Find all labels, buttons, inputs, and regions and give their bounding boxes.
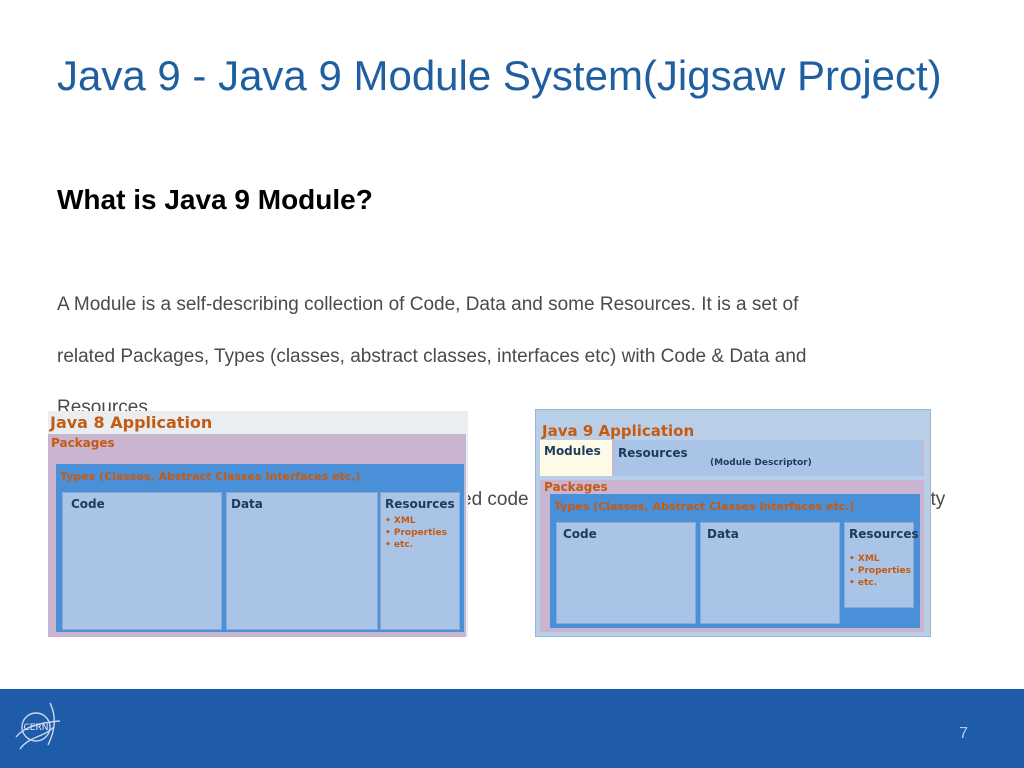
java8-resource-list: • XML • Properties • etc. — [385, 515, 447, 551]
java9-types-box: Types (Classes, Abstract Classes Interfa… — [550, 494, 920, 628]
java9-resource-item: • XML — [849, 554, 880, 564]
java9-module-resources-box: Resources (Module Descriptor) — [614, 440, 922, 476]
java8-resource-item: • XML — [385, 516, 416, 526]
java9-packages-label: Packages — [544, 480, 608, 494]
java8-resource-item: • Properties — [385, 528, 447, 539]
java8-data-box: Data — [226, 492, 378, 630]
java9-resources-box: Resources • XML • Properties • etc. — [844, 522, 919, 608]
obscured-text-fragment: ed code — [461, 489, 529, 510]
java8-types-box: Types (Classes, Abstract Classes Interfa… — [56, 464, 464, 632]
java8-code-label: Code — [71, 497, 105, 511]
java9-packages-box: Packages Types (Classes, Abstract Classe… — [540, 480, 924, 632]
java9-diagram-title: Java 9 Application — [542, 422, 695, 440]
java9-module-descriptor-label: (Module Descriptor) — [710, 458, 812, 468]
java9-modules-label: Modules — [544, 444, 601, 458]
java8-application-diagram: Java 8 Application Packages Types (Class… — [48, 411, 468, 637]
java9-application-diagram: Java 9 Application Modules Resources (Mo… — [535, 409, 931, 637]
java9-resource-item: • Properties — [849, 566, 911, 577]
java8-resource-item: • etc. — [385, 540, 414, 551]
java9-resource-list: • XML • Properties • etc. — [849, 553, 911, 589]
java8-code-box: Code — [62, 492, 222, 630]
java8-diagram-title: Java 8 Application — [50, 413, 213, 432]
cern-logo-icon: CERN — [15, 702, 61, 750]
java9-modules-label-box: Modules — [540, 440, 612, 476]
java8-resources-label: Resources — [385, 497, 455, 511]
java9-module-resources-label: Resources — [618, 446, 688, 460]
footer-bar: CERN 7 — [0, 689, 1024, 768]
java9-resources-label: Resources — [849, 527, 919, 541]
body-line-2: related Packages, Types (classes, abstra… — [57, 346, 807, 367]
java9-data-box: Data — [700, 522, 840, 624]
java9-resource-item: • etc. — [849, 578, 878, 589]
cern-logo-text: CERN — [24, 723, 49, 733]
java8-data-label: Data — [231, 497, 263, 511]
body-line-3: Resources. — [57, 398, 154, 411]
java8-packages-box: Packages Types (Classes, Abstract Classe… — [48, 434, 466, 637]
java8-packages-label: Packages — [51, 436, 115, 450]
java9-code-box: Code — [556, 522, 696, 624]
java9-types-label: Types (Classes, Abstract Classes Interfa… — [554, 500, 855, 513]
java8-types-label: Types (Classes, Abstract Classes Interfa… — [60, 470, 361, 483]
java9-code-label: Code — [563, 527, 597, 541]
java9-data-label: Data — [707, 527, 739, 541]
java9-modules-box: Modules Resources (Module Descriptor) — [540, 440, 924, 476]
java8-resources-box: Resources • XML • Properties • etc. — [380, 492, 460, 630]
slide-subtitle: What is Java 9 Module? — [57, 184, 373, 215]
slide-title: Java 9 - Java 9 Module System(Jigsaw Pro… — [57, 52, 942, 99]
body-line-1: A Module is a self-describing collection… — [57, 294, 799, 315]
page-number: 7 — [959, 725, 968, 742]
